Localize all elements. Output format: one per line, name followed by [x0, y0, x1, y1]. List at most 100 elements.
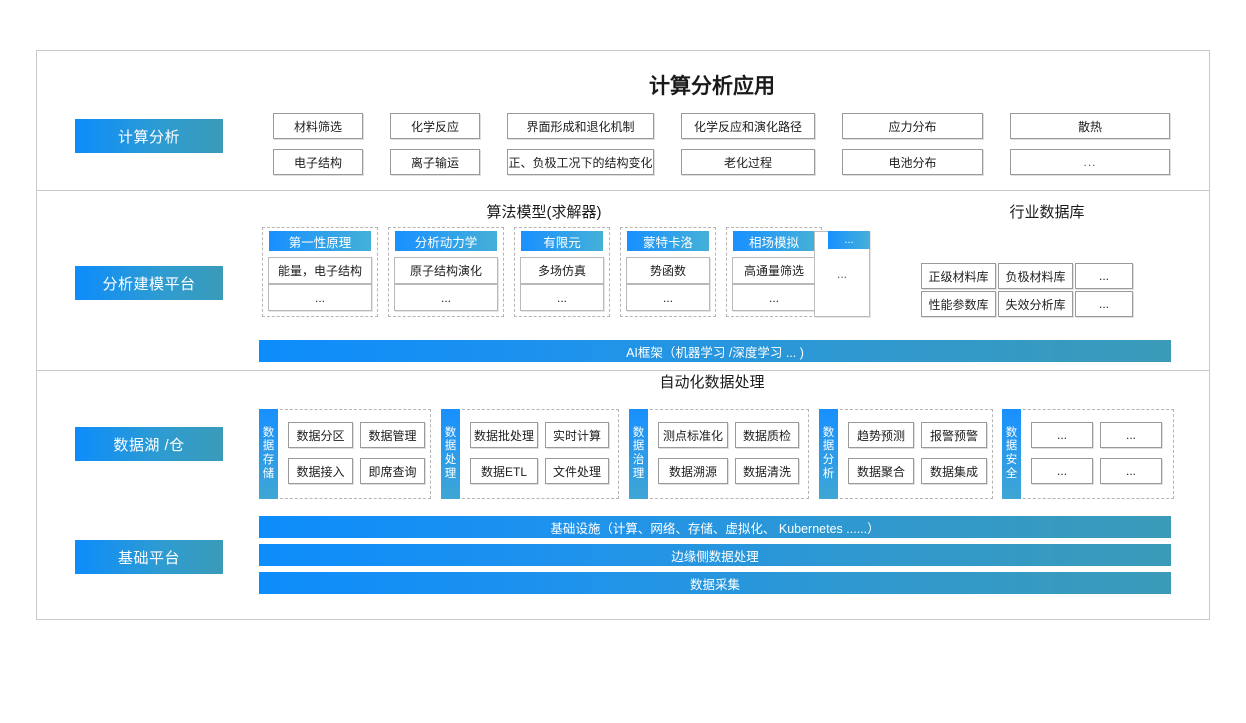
vlabel-char: 数: [444, 426, 457, 439]
ai-framework-bar[interactable]: AI框架（机器学习 /深度学习 ... ): [259, 340, 1171, 362]
vlabel-char: 理: [632, 467, 645, 480]
data-group-label-processing: 数 据 处 理: [441, 409, 460, 499]
data-group-storage: 数 据 存 储 数据分区 数据管理 数据接入 即席查询: [259, 409, 431, 499]
database-box[interactable]: 负极材料库: [998, 263, 1073, 289]
compute-box[interactable]: 电子结构: [273, 149, 363, 175]
compute-box[interactable]: 材料筛选: [273, 113, 363, 139]
compute-box[interactable]: 散热: [1010, 113, 1170, 139]
database-box-more[interactable]: ...: [1075, 263, 1133, 289]
vlabel-char: 据: [262, 440, 275, 453]
vlabel-char: 安: [1005, 454, 1018, 466]
algorithm-cell[interactable]: 原子结构演化: [394, 257, 498, 284]
algorithm-cell-more[interactable]: ...: [394, 284, 498, 311]
data-group-label-storage: 数 据 存 储: [259, 409, 278, 499]
vlabel-char: 据: [632, 440, 645, 453]
compute-box[interactable]: 化学反应: [390, 113, 480, 139]
data-group-governance: 数 据 治 理 测点标准化 数据质检 数据溯源 数据清洗: [629, 409, 809, 499]
industry-database-title: 行业数据库: [1009, 204, 1085, 221]
compute-box[interactable]: 化学反应和演化路径: [681, 113, 815, 139]
compute-box[interactable]: 离子输运: [390, 149, 480, 175]
algorithm-cell[interactable]: 势函数: [626, 257, 710, 284]
data-group-processing: 数 据 处 理 数据批处理 实时计算 数据ETL 文件处理: [441, 409, 619, 499]
data-cell[interactable]: 趋势预测: [848, 422, 914, 448]
vlabel-char: 数: [1005, 426, 1018, 439]
edge-processing-bar[interactable]: 边缘侧数据处理: [259, 544, 1171, 566]
data-cell[interactable]: 数据批处理: [470, 422, 538, 448]
data-cell-more[interactable]: ...: [1100, 422, 1162, 448]
compute-box-more[interactable]: ...: [1010, 149, 1170, 175]
vlabel-char: 据: [444, 440, 457, 453]
data-cell[interactable]: 数据清洗: [735, 458, 799, 484]
vlabel-char: 数: [262, 426, 275, 439]
compute-box[interactable]: 电池分布: [842, 149, 983, 175]
algorithm-header[interactable]: 分析动力学: [395, 231, 497, 251]
vlabel-char: 处: [444, 454, 457, 466]
algorithm-header[interactable]: 蒙特卡洛: [627, 231, 709, 251]
side-label-platform: 基础平台: [75, 540, 223, 574]
data-group-label-governance: 数 据 治 理: [629, 409, 648, 499]
vlabel-char: 析: [822, 467, 835, 480]
algorithm-group: [388, 227, 504, 317]
section-divider-1: [37, 190, 1209, 191]
database-box[interactable]: 性能参数库: [921, 291, 996, 317]
infrastructure-bar[interactable]: 基础设施（计算、网络、存储、虚拟化、 Kubernetes ......）: [259, 516, 1171, 538]
data-group-label-analysis: 数 据 分 析: [819, 409, 838, 499]
data-cell[interactable]: 报警预警: [921, 422, 987, 448]
data-processing-title: 自动化数据处理: [659, 374, 765, 391]
vlabel-char: 存: [262, 454, 275, 466]
data-cell[interactable]: 数据ETL: [470, 458, 538, 484]
data-cell[interactable]: 即席查询: [360, 458, 425, 484]
data-cell[interactable]: 测点标准化: [658, 422, 728, 448]
data-cell[interactable]: 数据分区: [288, 422, 353, 448]
data-cell[interactable]: 数据集成: [921, 458, 987, 484]
data-cell[interactable]: 文件处理: [545, 458, 609, 484]
data-cell-more[interactable]: ...: [1031, 458, 1093, 484]
data-cell[interactable]: 数据溯源: [658, 458, 728, 484]
side-label-compute: 计算分析: [75, 119, 223, 153]
vlabel-char: 理: [444, 467, 457, 480]
page-title: 计算分析应用: [649, 75, 775, 98]
vlabel-char: 数: [822, 426, 835, 439]
compute-box[interactable]: 界面形成和退化机制: [507, 113, 654, 139]
data-cell[interactable]: 数据聚合: [848, 458, 914, 484]
algorithm-group: [514, 227, 610, 317]
vlabel-char: 全: [1005, 467, 1018, 480]
algorithm-cell-more[interactable]: ...: [732, 284, 816, 311]
algorithm-cell-more[interactable]: ...: [520, 284, 604, 311]
database-box[interactable]: 失效分析库: [998, 291, 1073, 317]
compute-box[interactable]: 应力分布: [842, 113, 983, 139]
data-cell[interactable]: 实时计算: [545, 422, 609, 448]
algorithm-header[interactable]: 相场模拟: [733, 231, 815, 251]
data-group-label-security: 数 据 安 全: [1002, 409, 1021, 499]
data-cell[interactable]: 数据管理: [360, 422, 425, 448]
database-box[interactable]: 正级材料库: [921, 263, 996, 289]
algorithm-header[interactable]: 有限元: [521, 231, 603, 251]
algorithm-cell-more[interactable]: ...: [626, 284, 710, 311]
algorithm-group: [262, 227, 378, 317]
vlabel-char: 据: [1005, 440, 1018, 453]
algorithm-header[interactable]: 第一性原理: [269, 231, 371, 251]
vlabel-char: 数: [632, 426, 645, 439]
algorithm-group: [620, 227, 716, 317]
data-cell-more[interactable]: ...: [1031, 422, 1093, 448]
compute-box[interactable]: 老化过程: [681, 149, 815, 175]
compute-box[interactable]: 正、负极工况下的结构变化: [507, 149, 654, 175]
algorithm-cell[interactable]: 多场仿真: [520, 257, 604, 284]
algorithm-cell[interactable]: 能量，电子结构: [268, 257, 372, 284]
algorithm-model-title: 算法模型(求解器): [486, 204, 602, 221]
side-label-modeling: 分析建模平台: [75, 266, 223, 300]
vlabel-char: 治: [632, 454, 645, 466]
data-collection-bar[interactable]: 数据采集: [259, 572, 1171, 594]
algorithm-header-more[interactable]: ...: [828, 231, 870, 249]
algorithm-cell[interactable]: 高通量筛选: [732, 257, 816, 284]
diagram-frame: 计算分析应用 计算分析 材料筛选 化学反应 界面形成和退化机制 化学反应和演化路…: [36, 50, 1210, 620]
side-label-datalake: 数据湖 /仓: [75, 427, 223, 461]
data-cell[interactable]: 数据接入: [288, 458, 353, 484]
algorithm-cell-more[interactable]: ...: [268, 284, 372, 311]
database-box-more[interactable]: ...: [1075, 291, 1133, 317]
section-divider-2: [37, 370, 1209, 371]
vlabel-char: 分: [822, 454, 835, 466]
data-cell[interactable]: 数据质检: [735, 422, 799, 448]
data-cell-more[interactable]: ...: [1100, 458, 1162, 484]
